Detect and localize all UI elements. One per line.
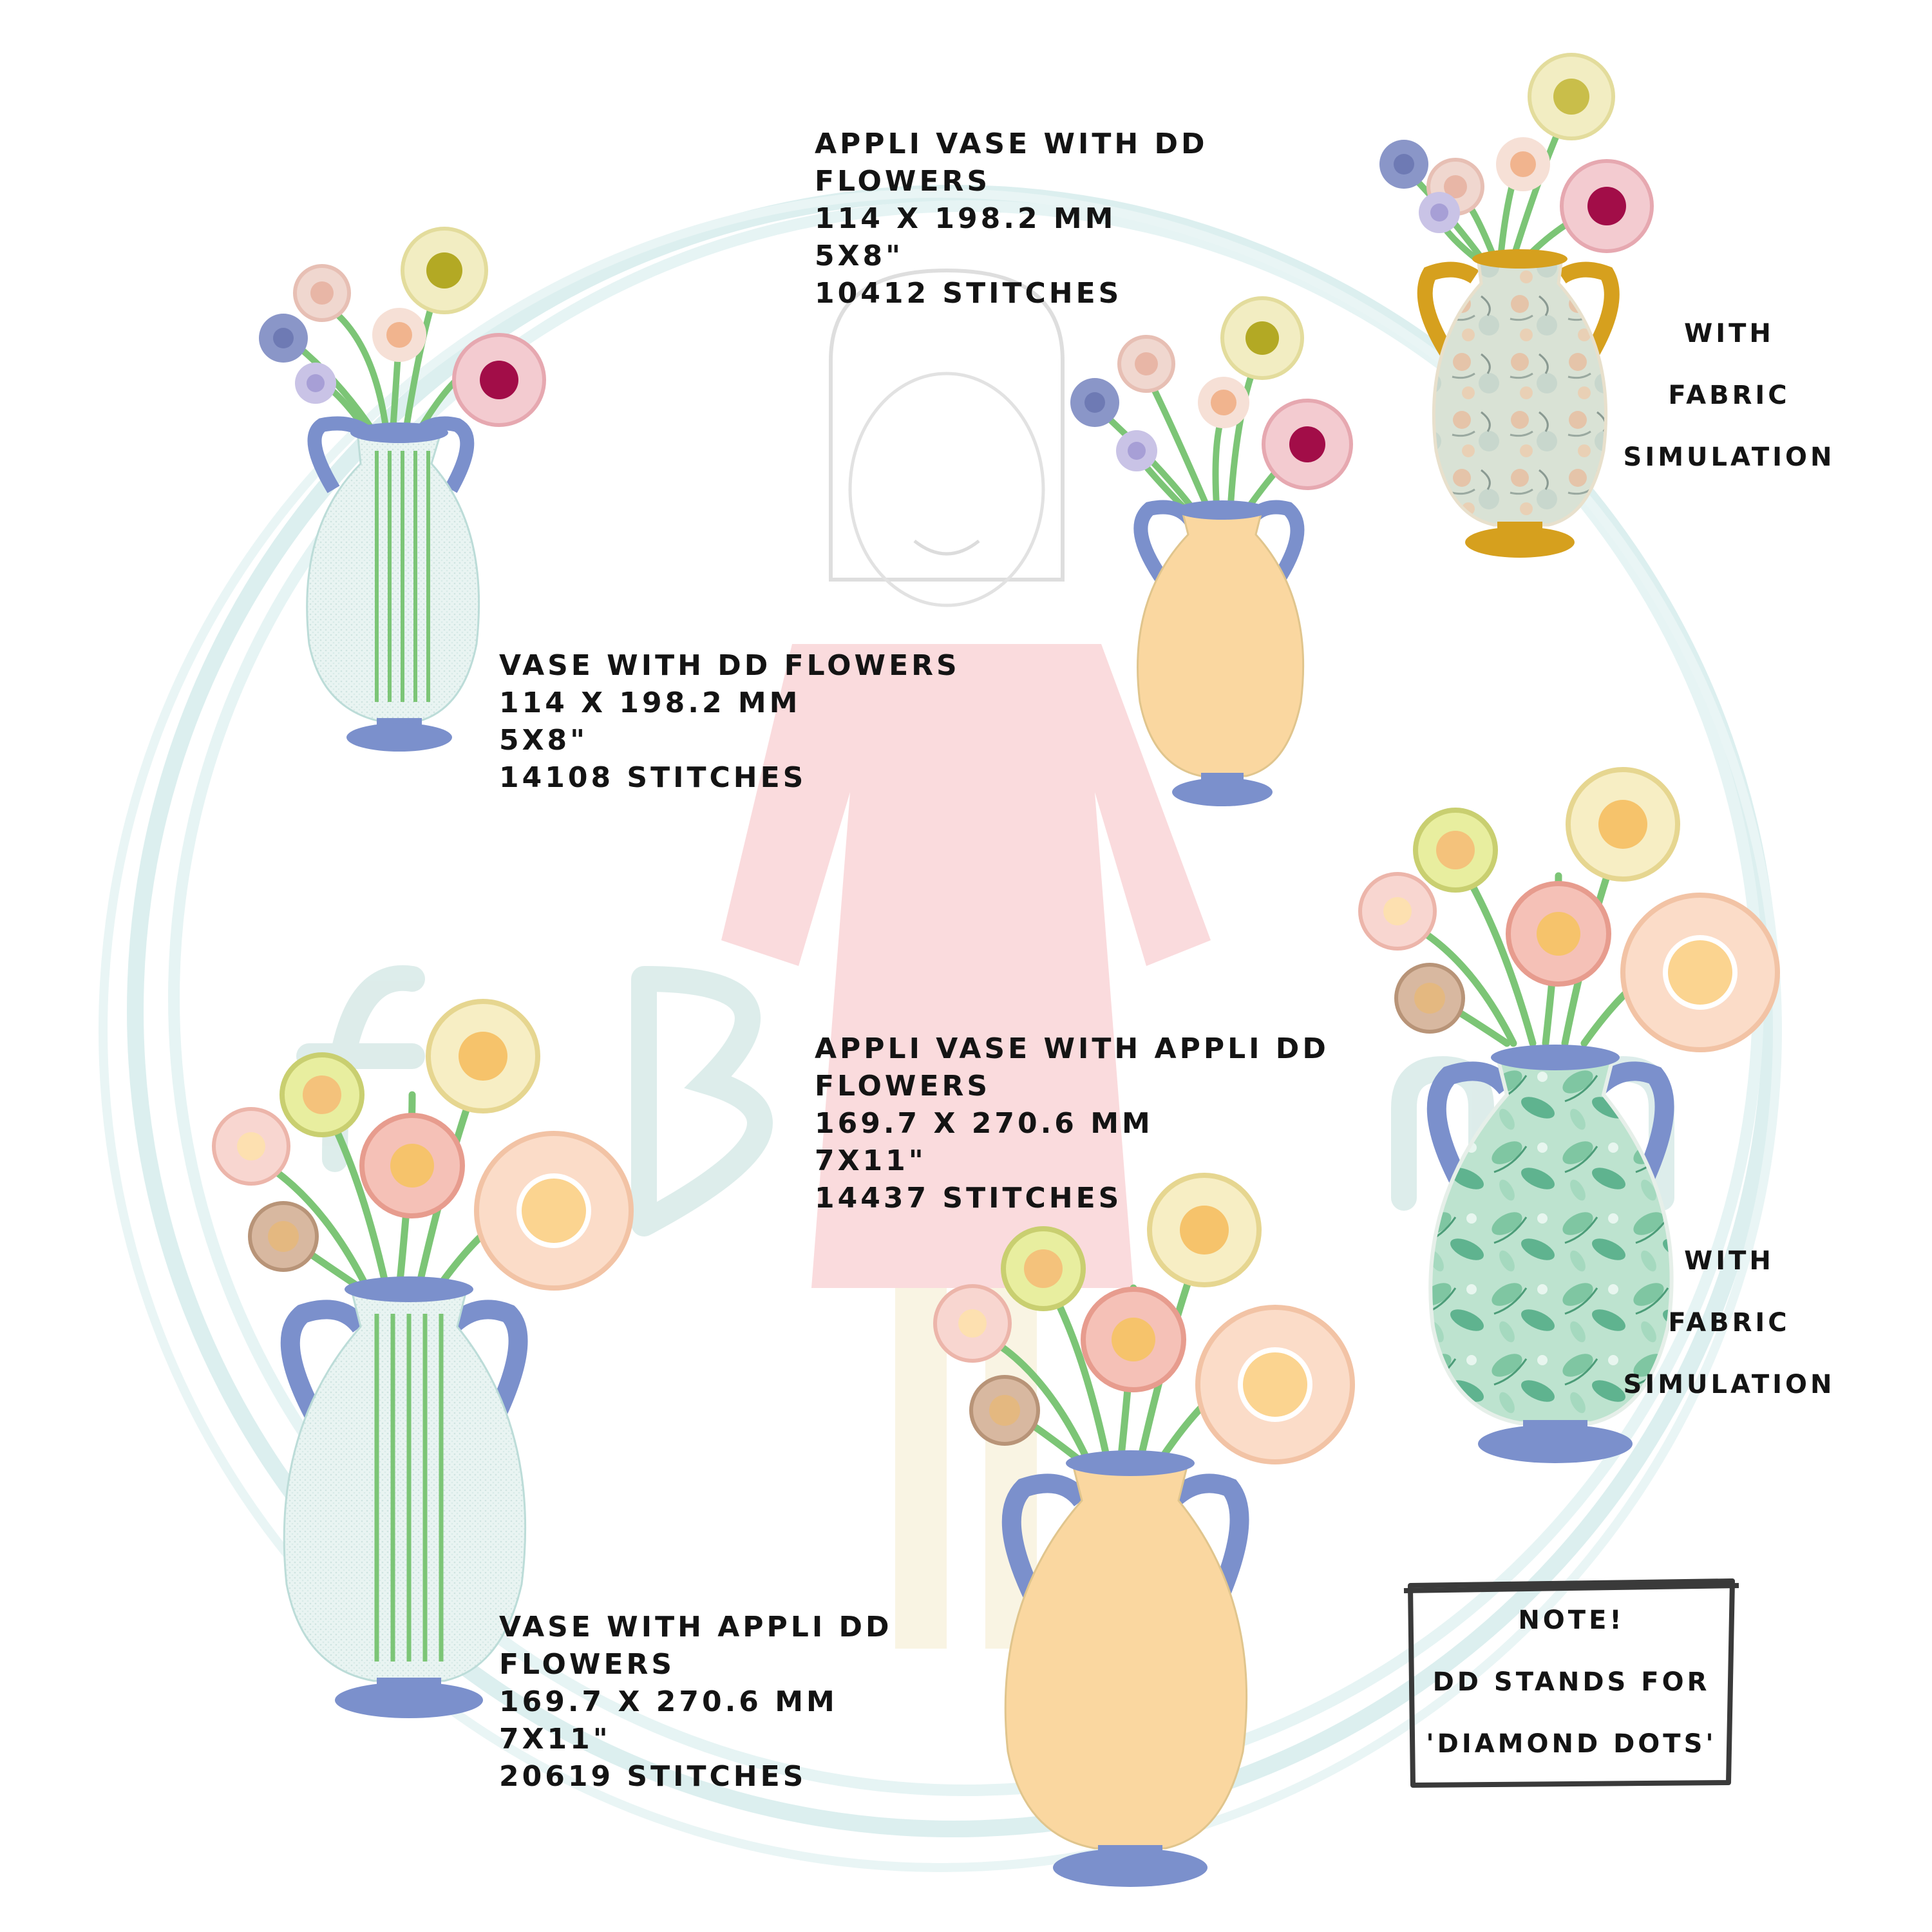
label-stitches: 14437 stitches: [815, 1182, 1122, 1215]
label-fabric-simulation-top: With fabric simulation: [1623, 303, 1835, 488]
note-heading: Note!: [1518, 1605, 1625, 1635]
label-stitches: 20619 stitches: [499, 1760, 807, 1793]
fabric-vase-large: [1358, 767, 1780, 1463]
fabric-sim-line1: With: [1684, 1246, 1774, 1276]
label-title-line1: Vase with DD flowers: [499, 649, 960, 682]
fabric-sim-line3: simulation: [1623, 442, 1835, 472]
label-title-line2: Flowers: [815, 1070, 991, 1103]
appli-vase-appli-dd-flowers-large: [933, 1173, 1355, 1887]
label-size: 114 x 198.2 mm: [815, 202, 1117, 235]
note-frame: [1403, 1578, 1739, 1788]
note-line1: DD stands for: [1432, 1667, 1710, 1697]
fabric-sim-line2: fabric: [1668, 381, 1790, 410]
note-box: Note! DD stands for 'diamond dots': [1412, 1589, 1731, 1775]
label-title-line2: Flowers: [815, 165, 991, 198]
label-hoop: 7x11": [815, 1144, 927, 1177]
label-fabric-simulation-bottom: With fabric simulation: [1623, 1230, 1835, 1416]
fabric-sim-line2: fabric: [1668, 1308, 1790, 1338]
appli-vase-dd-flowers-small: [1070, 296, 1353, 806]
label-size: 169.7 x 270.6 mm: [499, 1685, 838, 1718]
label-title-line2: Flowers: [499, 1648, 676, 1681]
label-vase-dd: Vase with DD flowers 114 x 198.2 mm 5x8"…: [499, 647, 960, 797]
label-title-line1: Vase with appli DD: [499, 1611, 893, 1643]
label-appli-vase-dd: Appli vase with DD Flowers 114 x 198.2 m…: [815, 126, 1208, 312]
label-stitches: 10412 stitches: [815, 277, 1122, 310]
label-hoop: 5x8": [815, 240, 904, 272]
watermark-girl-illustration: [721, 268, 1211, 1649]
fabric-sim-line1: With: [1684, 319, 1774, 348]
label-title-line1: Appli vase with appli DD: [815, 1032, 1329, 1065]
vase-dd-flowers-small: [259, 227, 546, 752]
label-size: 169.7 x 270.6 mm: [815, 1107, 1153, 1140]
fabric-vase-small: [1379, 53, 1654, 558]
vase-appli-dd-flowers-large: [212, 999, 634, 1718]
label-hoop: 5x8": [499, 724, 589, 757]
label-title-line1: Appli vase with DD: [815, 128, 1208, 160]
fabric-sim-line3: simulation: [1623, 1370, 1835, 1399]
label-size: 114 x 198.2 mm: [499, 687, 801, 719]
label-vase-appli-dd: Vase with appli DD Flowers 169.7 x 270.6…: [499, 1609, 893, 1795]
label-appli-vase-appli-dd: Appli vase with appli DD Flowers 169.7 x…: [815, 1030, 1329, 1217]
note-line2: 'diamond dots': [1426, 1729, 1717, 1759]
label-hoop: 7x11": [499, 1723, 611, 1756]
label-stitches: 14108 stitches: [499, 761, 807, 794]
